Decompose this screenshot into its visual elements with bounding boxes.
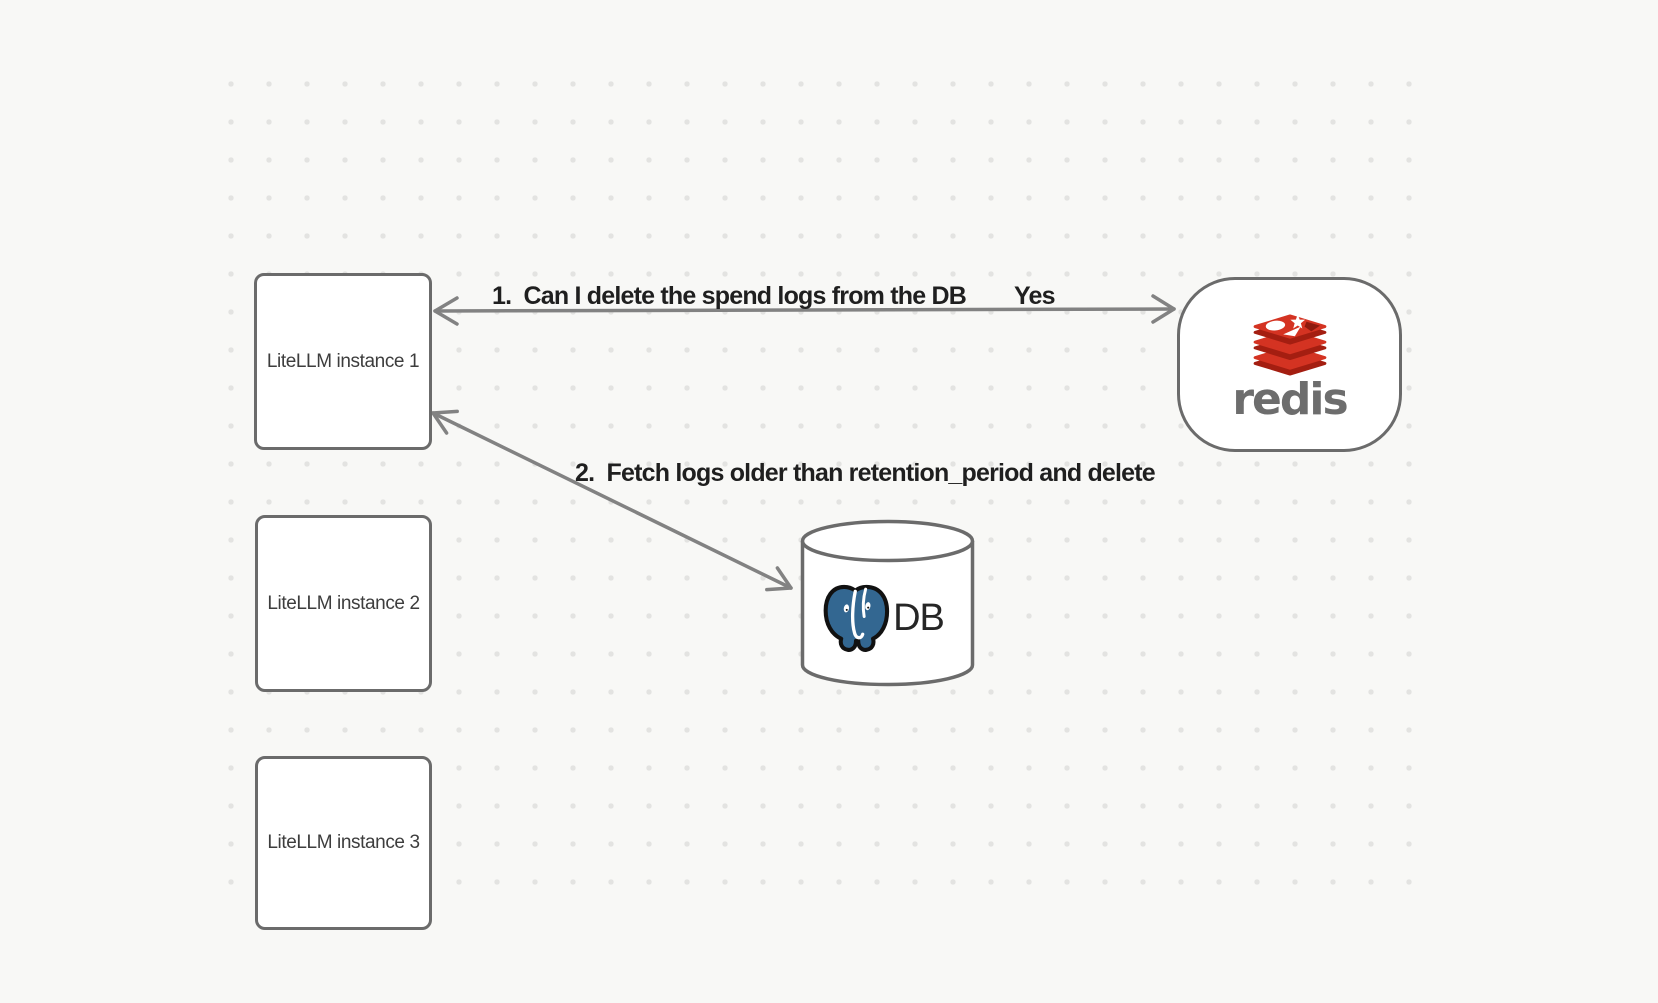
edge2-label[interactable]: 2. Fetch logs older than retention_perio… — [575, 459, 1156, 487]
edge2-line[interactable] — [431, 411, 793, 590]
node-db[interactable]: DB — [799, 519, 976, 687]
edge-fetch-logs-arrow[interactable] — [431, 409, 793, 592]
edge2-arrowhead-top-icon — [431, 409, 459, 435]
edge1-question-label: 1. Can I delete the spend logs from the … — [492, 282, 967, 310]
node-litellm-instance-1[interactable]: LiteLLM instance 1 — [254, 273, 432, 450]
node-litellm-instance-2[interactable]: LiteLLM instance 2 — [255, 515, 432, 692]
edge2-arrowhead-bottom-icon — [765, 566, 793, 592]
node-redis[interactable]: redis — [1177, 277, 1402, 452]
litellm-instance-1-label: LiteLLM instance 1 — [266, 350, 420, 372]
edge1-answer-label: Yes — [1014, 282, 1055, 310]
redis-wordmark: redis — [1232, 374, 1348, 425]
edge1-arrowhead-left-icon — [433, 296, 459, 326]
litellm-instance-3-label: LiteLLM instance 3 — [267, 832, 420, 853]
db-node-content: DB — [799, 581, 964, 655]
postgresql-logo-icon — [823, 584, 890, 652]
edge-can-i-delete-arrow[interactable] — [433, 294, 1176, 326]
db-label: DB — [893, 597, 945, 639]
edge1-arrowhead-right-icon — [1151, 294, 1176, 324]
redis-logo-icon — [1253, 314, 1326, 376]
litellm-instance-2-label: LiteLLM instance 2 — [267, 592, 420, 614]
edge1-line[interactable] — [433, 307, 1176, 313]
node-litellm-instance-3[interactable]: LiteLLM instance 3 — [255, 756, 432, 930]
edge1-label-row[interactable]: 1. Can I delete the spend logs from the … — [492, 282, 1056, 310]
